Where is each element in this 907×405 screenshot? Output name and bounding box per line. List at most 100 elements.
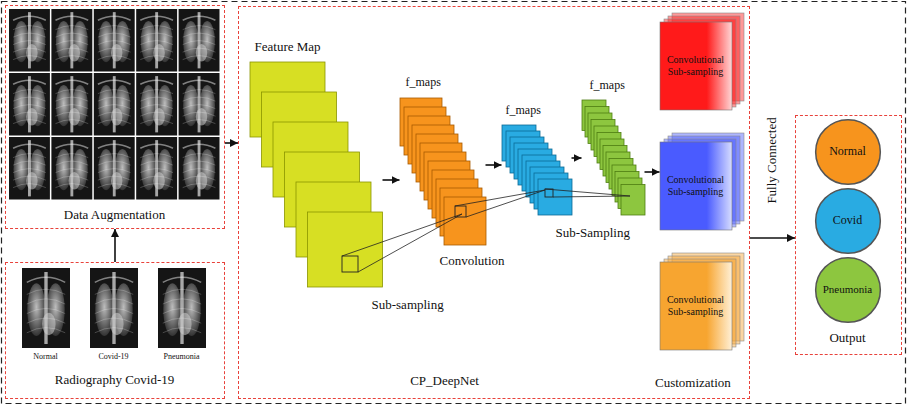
xray-image xyxy=(9,9,50,72)
rib xyxy=(13,41,46,45)
rib xyxy=(95,308,133,313)
rib xyxy=(140,169,173,173)
rib xyxy=(55,97,88,101)
heart xyxy=(42,313,55,335)
layer-label: Fully Connected xyxy=(765,117,780,203)
kernel-window xyxy=(342,256,358,272)
clavicle xyxy=(13,16,46,20)
xray-ground xyxy=(51,9,92,72)
rib xyxy=(95,299,133,304)
xray-ground xyxy=(9,73,50,136)
rib xyxy=(13,97,46,101)
rib xyxy=(183,48,216,52)
circle-outline xyxy=(815,257,880,322)
xray-image xyxy=(9,73,50,136)
clavicle xyxy=(183,144,216,148)
heart xyxy=(26,44,37,62)
rib xyxy=(98,120,131,124)
circle-outline xyxy=(815,119,880,184)
clavicle xyxy=(140,16,173,20)
circle-outline xyxy=(815,188,880,253)
rib xyxy=(55,105,88,109)
section-label: Customization xyxy=(655,376,731,391)
rib xyxy=(183,120,216,124)
xray-ground xyxy=(94,137,135,200)
rib xyxy=(55,176,88,180)
heart xyxy=(196,108,207,126)
rib xyxy=(140,112,173,116)
rib xyxy=(183,169,216,173)
rib xyxy=(140,33,173,37)
rib xyxy=(55,120,88,124)
rib xyxy=(140,120,173,124)
flow-arrow xyxy=(572,157,582,159)
xray-image xyxy=(22,268,70,348)
clavicle xyxy=(27,277,65,282)
clavicle xyxy=(98,16,131,20)
rib xyxy=(98,90,131,94)
node-label: f_maps xyxy=(506,104,541,118)
node-label: f_maps xyxy=(406,76,441,90)
rib xyxy=(183,112,216,116)
rib xyxy=(98,169,131,173)
augmented-grid xyxy=(9,9,220,200)
rib xyxy=(13,56,46,60)
node-caption: Radiography Covid-19 xyxy=(55,373,175,388)
network-panel: CP_DeepNetFeature MapSub-samplingf_mapsC… xyxy=(238,6,750,399)
rib xyxy=(183,154,216,158)
rib xyxy=(55,161,88,165)
xray-ground xyxy=(22,268,70,348)
node-caption: Sub-sampling xyxy=(372,298,444,313)
rib xyxy=(13,161,46,165)
rib xyxy=(98,97,131,101)
clavicle xyxy=(55,16,88,20)
kernel-window xyxy=(545,189,553,197)
rib xyxy=(55,56,88,60)
rib xyxy=(140,56,173,60)
rib xyxy=(55,184,88,188)
xray-ground xyxy=(136,73,177,136)
node-caption: Covid-19 xyxy=(98,352,128,361)
rib xyxy=(183,184,216,188)
class-circle: Covid xyxy=(815,188,881,254)
rib xyxy=(183,56,216,60)
clavicle xyxy=(13,144,46,148)
rib xyxy=(55,33,88,37)
xray-ground xyxy=(179,73,220,136)
conv-block-art xyxy=(660,133,744,230)
block-face xyxy=(660,142,732,230)
rib xyxy=(183,90,216,94)
xray-ground xyxy=(51,73,92,136)
rib xyxy=(13,33,46,37)
xray-image xyxy=(179,73,220,136)
rib xyxy=(140,26,173,30)
heart xyxy=(26,172,37,190)
rib xyxy=(183,161,216,165)
rib xyxy=(163,328,201,333)
output-panel: OutputNormalCovidPneumonia xyxy=(795,115,902,355)
rib xyxy=(140,154,173,158)
rib xyxy=(183,176,216,180)
class-circle: Pneumonia xyxy=(815,257,881,323)
rib xyxy=(140,41,173,45)
rib xyxy=(140,105,173,109)
kernel-window xyxy=(455,206,466,217)
xray-image xyxy=(94,9,135,72)
heart xyxy=(153,172,164,190)
rib xyxy=(13,26,46,30)
augmentation-panel: Data Augmentation xyxy=(5,5,225,229)
rib xyxy=(27,318,65,323)
rib xyxy=(13,184,46,188)
rib xyxy=(140,90,173,94)
heart xyxy=(69,108,80,126)
feature-map xyxy=(621,185,645,216)
rib xyxy=(98,33,131,37)
heart xyxy=(153,108,164,126)
rib xyxy=(183,26,216,30)
flow-arrow xyxy=(486,164,502,166)
rib xyxy=(98,41,131,45)
rib xyxy=(98,161,131,165)
node-caption: Convolution xyxy=(440,254,505,269)
xray-ground xyxy=(9,137,50,200)
heart xyxy=(196,172,207,190)
